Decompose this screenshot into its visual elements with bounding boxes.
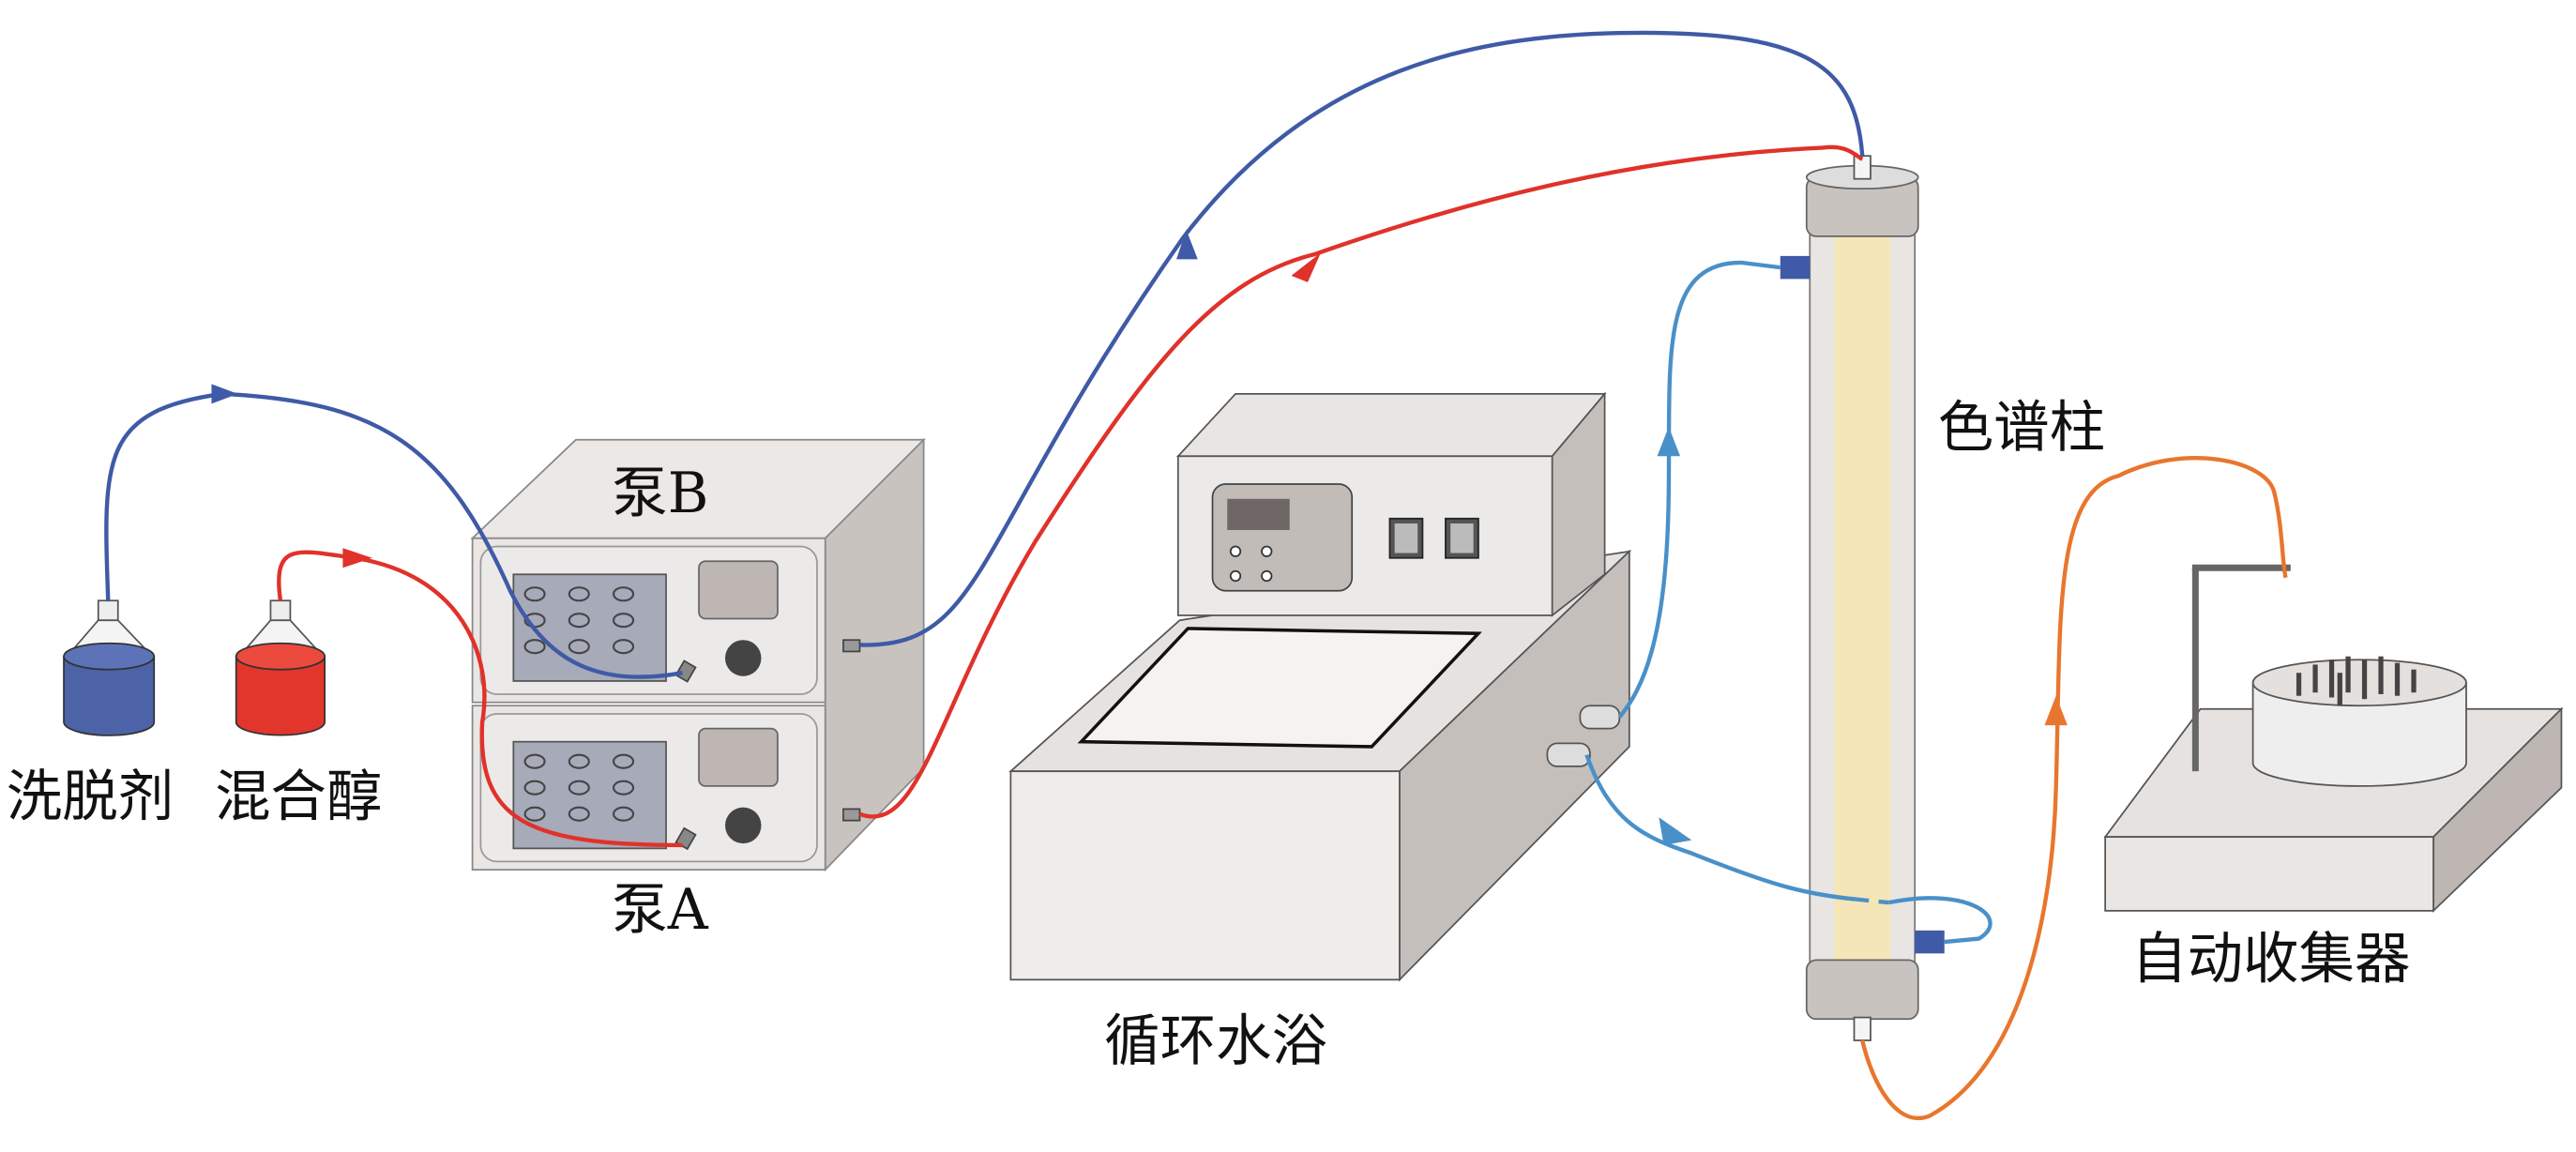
tubing: [104, 30, 2288, 1120]
label-pump-a: 泵A: [612, 878, 708, 943]
fraction-collector: [2103, 564, 2564, 913]
eluent-bottle: [63, 599, 156, 736]
chromatography-column: [1780, 155, 1945, 1041]
flow-arrows: [211, 229, 2068, 845]
label-pump-b: 泵B: [612, 462, 708, 526]
label-eluent: 洗脱剂: [7, 765, 174, 829]
water-bath: [1008, 391, 1632, 982]
label-water-bath: 循环水浴: [1104, 1009, 1327, 1074]
label-mixed-alcohol: 混合醇: [215, 765, 382, 829]
label-column: 色谱柱: [1938, 396, 2105, 461]
mixed-alcohol-bottle: [235, 599, 326, 736]
pump-stack: [470, 437, 926, 872]
label-collector: 自动收集器: [2131, 928, 2410, 993]
